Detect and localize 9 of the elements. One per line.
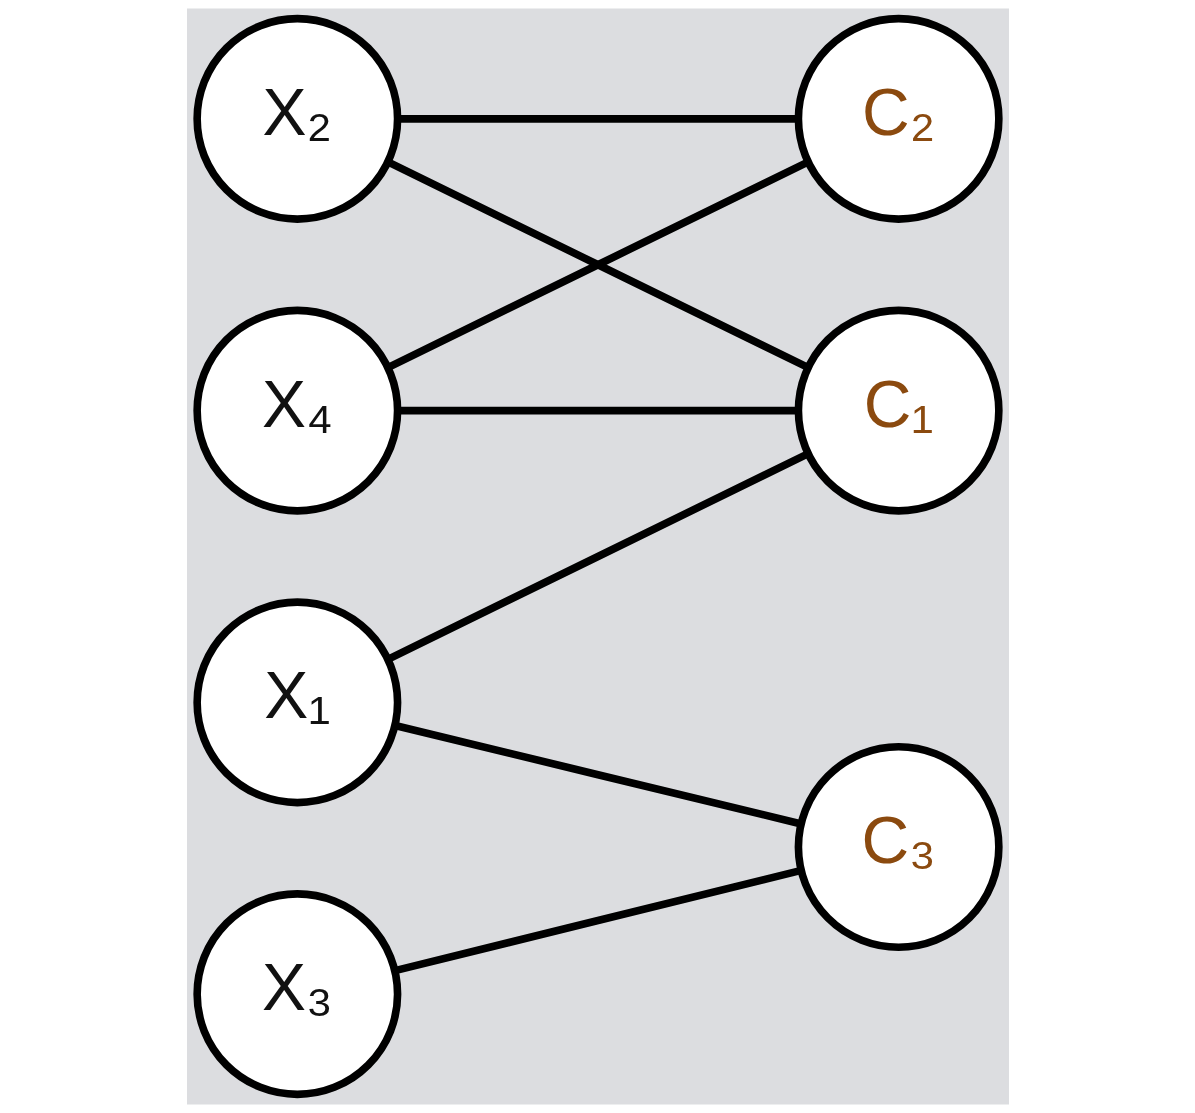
node-circle: C₃: [794, 742, 1003, 951]
node-circle: X₁: [192, 598, 401, 807]
node-circle: X₃: [192, 890, 401, 1099]
connector: [397, 406, 798, 415]
node-circle: X₂: [192, 14, 401, 223]
node-circle: C₁: [794, 306, 1003, 515]
node-circle: C₂: [794, 14, 1003, 223]
node-circle: X₄: [192, 306, 401, 515]
connector: [397, 115, 798, 123]
